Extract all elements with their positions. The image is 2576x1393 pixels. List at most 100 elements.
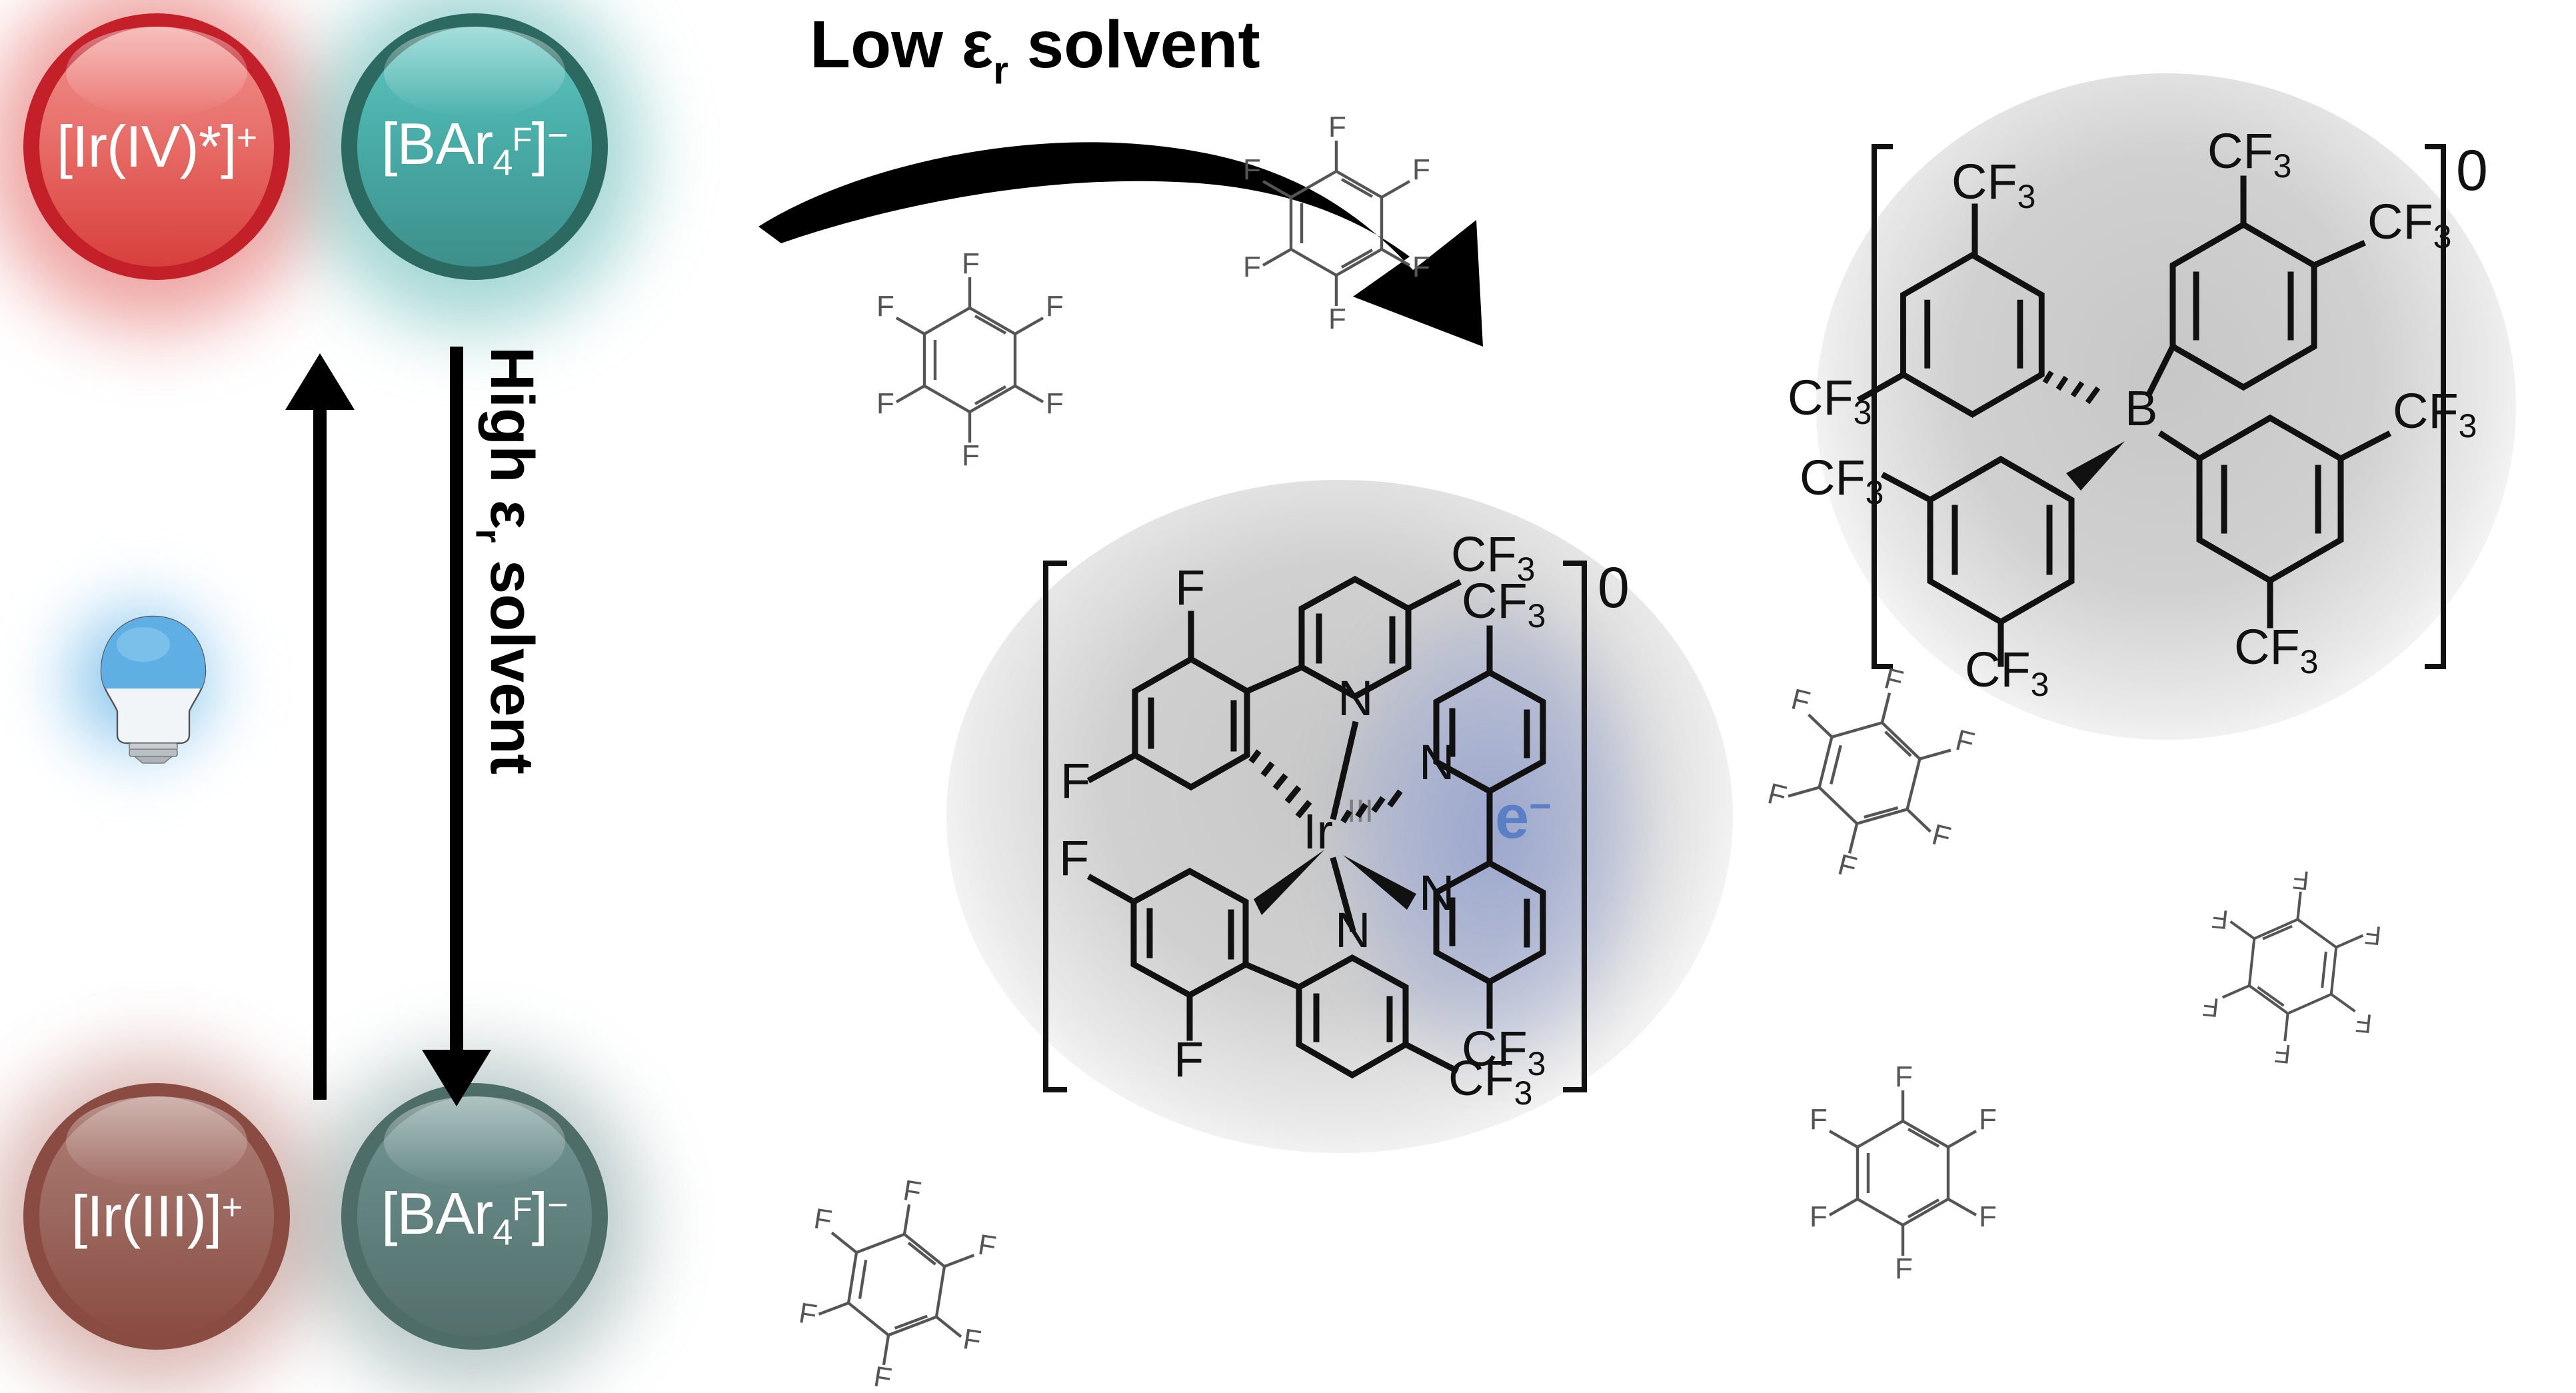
relaxation-arrow-down	[422, 347, 491, 1106]
ground-anion-sphere[interactable]: [BAr4F]−	[341, 1083, 608, 1350]
ground-cation-label: [Ir(III)]+	[71, 1182, 243, 1250]
svg-text:F: F	[872, 1360, 894, 1393]
excitation-arrow-up	[285, 353, 355, 1100]
ground-cation-gloss	[66, 1096, 247, 1187]
excited-cation-label: [Ir(IV)*]+	[56, 113, 258, 181]
svg-text:F: F	[1412, 153, 1430, 186]
ground-cation-charge: +	[221, 1186, 243, 1228]
svg-text:F: F	[1929, 818, 1954, 854]
cf3-label-ur-right: CF3	[2367, 194, 2451, 255]
svg-text:F: F	[1764, 777, 1790, 813]
iridium-complex-structure[interactable]: 0 Ir III F F N CF3 F	[1036, 527, 1656, 1112]
ground-cation-inner	[39, 1096, 274, 1336]
high-eps-text: High ε	[478, 347, 546, 529]
excited-anion-label: [BAr4F]−	[381, 110, 569, 183]
cf3-label-ir-4: CF3	[1462, 1021, 1546, 1082]
solvent-molecule-5: F F F F F F	[2201, 864, 2383, 1069]
cf3-label-lr-bottom: CF3	[2234, 619, 2318, 681]
svg-text:F: F	[2201, 991, 2221, 1022]
ground-anion-close: ]	[531, 1180, 548, 1246]
solvent-molecule-6: F F F F F F	[796, 1174, 998, 1393]
fluorine-label-3: F	[1059, 830, 1089, 886]
high-eps-subscript: r	[468, 529, 508, 543]
svg-text:F: F	[1979, 1200, 1997, 1233]
high-eps-tail: solvent	[478, 543, 546, 775]
svg-text:F: F	[1895, 1252, 1913, 1285]
excited-cation-text: [Ir(IV)*]	[56, 113, 237, 179]
aryl-ring-lower-right: CF3 CF3	[2157, 383, 2477, 681]
cf3-label-ll-left: CF3	[1800, 450, 1884, 511]
solvent-molecule-4: F F F F F F	[1810, 1060, 1997, 1285]
svg-text:F: F	[2291, 864, 2311, 895]
low-eps-subscript: r	[993, 49, 1008, 93]
svg-text:F: F	[2273, 1038, 2293, 1068]
svg-text:F: F	[1788, 683, 1814, 718]
borate-halo	[1816, 73, 2516, 740]
svg-text:F: F	[2211, 903, 2230, 934]
excited-cation-gloss	[66, 27, 247, 117]
excited-anion-sphere[interactable]: [BAr4F]−	[341, 13, 608, 280]
ground-cation-sphere[interactable]: [Ir(III)]+	[23, 1083, 290, 1350]
svg-text:F: F	[2363, 919, 2383, 950]
svg-text:F: F	[962, 439, 980, 472]
svg-text:F: F	[1046, 387, 1064, 420]
light-bulb-icon	[100, 615, 207, 764]
svg-text:F: F	[901, 1174, 924, 1209]
ligand-fppy-upper: F F N CF3	[1060, 527, 1535, 820]
borate-charge-label: 0	[2456, 139, 2488, 203]
svg-text:F: F	[1243, 251, 1261, 283]
ground-anion-sub: 4	[493, 1212, 513, 1253]
cf3-label-lr-right: CF3	[2393, 383, 2477, 445]
nitrogen-label-1: N	[1338, 671, 1373, 726]
svg-text:F: F	[876, 290, 894, 323]
excited-cation-inner	[39, 27, 274, 267]
low-eps-tail: solvent	[1008, 7, 1260, 82]
excited-anion-inner	[357, 27, 592, 267]
excited-anion-sup: F	[512, 121, 533, 158]
low-eps-transition-arrow	[758, 142, 1483, 347]
svg-text:F: F	[1810, 1200, 1828, 1233]
excited-anion-text: [BAr	[381, 110, 493, 177]
svg-text:F: F	[1412, 251, 1430, 283]
iridium-charge-label: 0	[1598, 556, 1630, 620]
electron-label: e−	[1495, 783, 1552, 851]
nitrogen-label-3: N	[1419, 734, 1454, 790]
solvent-molecule-1: F F F F F F	[876, 247, 1064, 472]
low-eps-text: Low ε	[810, 7, 994, 82]
svg-text:F: F	[1243, 153, 1261, 186]
borate-anion-structure[interactable]: 0 B CF3 CF3 CF3 CF3 CF3 CF3	[1788, 123, 2493, 703]
excited-anion-charge: −	[547, 114, 569, 155]
svg-text:F: F	[1046, 290, 1064, 323]
aryl-ring-upper-right: CF3 CF3	[2145, 123, 2451, 398]
aryl-ring-upper-left: CF3 CF3	[1788, 154, 2101, 431]
svg-text:F: F	[976, 1228, 998, 1263]
ground-anion-inner	[357, 1096, 592, 1336]
svg-text:F: F	[796, 1297, 819, 1332]
excited-anion-close: ]	[531, 110, 548, 177]
svg-text:F: F	[1952, 724, 1977, 760]
cf3-label-ul-top: CF3	[1951, 154, 2035, 215]
solvent-molecule-2: F F F F F F	[1243, 111, 1430, 335]
ground-anion-charge: −	[547, 1184, 569, 1225]
excited-anion-sub: 4	[493, 142, 513, 183]
excited-cation-sphere[interactable]: [Ir(IV)*]+	[23, 13, 290, 280]
svg-text:F: F	[1328, 111, 1346, 143]
svg-text:F: F	[1979, 1103, 1997, 1136]
ground-cation-text: [Ir(III)]	[71, 1183, 223, 1249]
svg-text:F: F	[961, 1323, 984, 1358]
ground-anion-gloss	[384, 1096, 565, 1187]
cf3-label-ur-top: CF3	[2207, 123, 2291, 185]
nitrogen-label-4: N	[1419, 865, 1454, 920]
solvent-molecule-3: F F F F F F	[1764, 662, 1977, 884]
high-eps-solvent-label: High εr solvent	[468, 347, 547, 774]
ground-anion-text: [BAr	[381, 1180, 493, 1246]
ground-anion-sup: F	[512, 1190, 533, 1228]
excited-cation-charge: +	[236, 117, 257, 158]
svg-text:F: F	[1810, 1103, 1828, 1136]
ligand-bipyridine: N CF3 N CF3 e−	[1340, 573, 1552, 1082]
aryl-ring-lower-left: CF3 CF3	[1800, 441, 2125, 703]
svg-text:F: F	[812, 1202, 834, 1237]
cf3-label-ll-bottom: CF3	[1965, 642, 2049, 703]
svg-text:F: F	[876, 387, 894, 420]
iridium-atom-label: Ir	[1303, 804, 1333, 859]
